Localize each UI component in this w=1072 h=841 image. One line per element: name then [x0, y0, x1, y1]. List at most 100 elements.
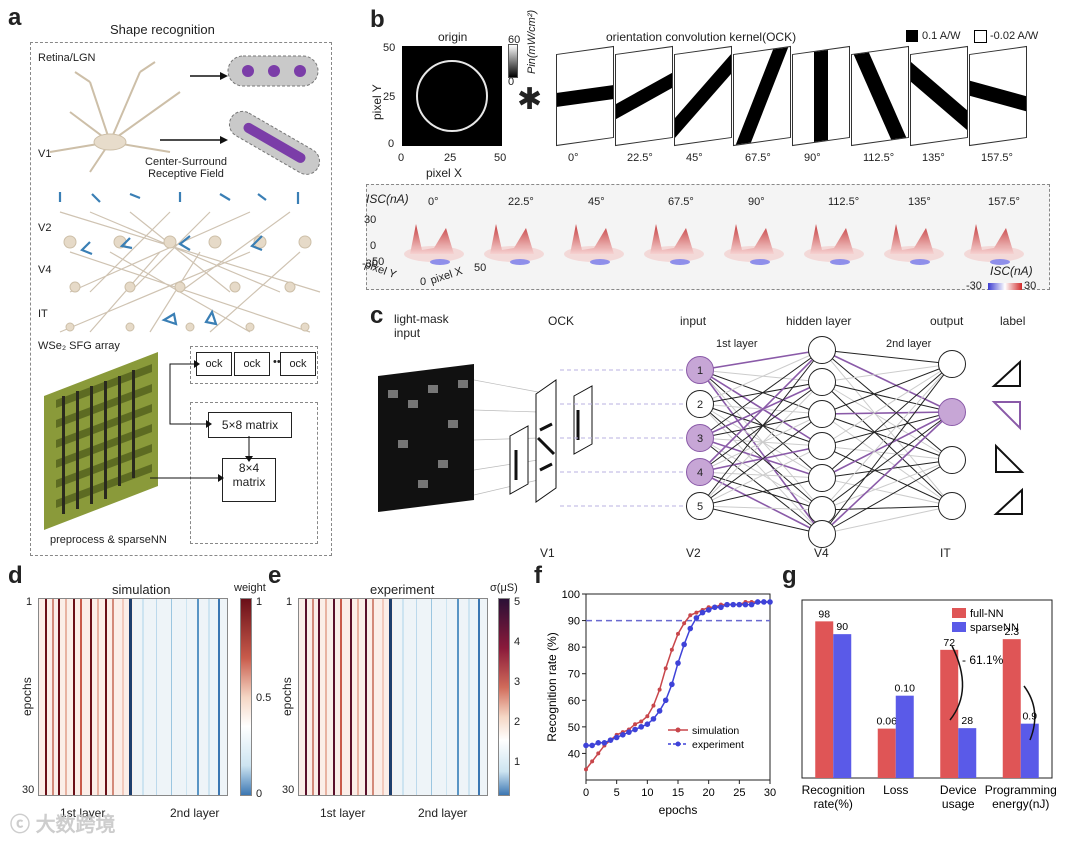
f-point-simulation [590, 759, 595, 764]
panel-label-f: f [534, 562, 542, 589]
surface-negative [830, 259, 850, 265]
f-point-experiment [583, 742, 589, 749]
isc-surface-frame [366, 184, 1050, 290]
ock-kernel-bar [969, 73, 1027, 119]
nn-output-node [938, 446, 966, 474]
g-category-label: usage [942, 797, 975, 811]
f-ytick-label: 80 [568, 642, 580, 654]
g-value-label: 2.3 [1004, 626, 1019, 638]
nn-edge-1 [699, 381, 823, 507]
f-xtick-label: 10 [641, 787, 653, 799]
nn-edge-2 [821, 381, 953, 507]
ock-kernel [851, 45, 909, 147]
heatmap-column [112, 599, 115, 795]
origin-ylabel: pixel Y [370, 84, 384, 120]
origin-ytick-0: 0 [388, 138, 395, 150]
nn-edge-1 [699, 369, 823, 383]
f-point-experiment [595, 740, 602, 746]
f-ytick-label: 50 [568, 722, 580, 734]
c-ock-label: OCK [548, 314, 575, 328]
e-cb-2: 2 [514, 716, 521, 728]
d-ylabel: epochs [20, 677, 34, 716]
nn-output-node [938, 492, 966, 520]
heatmap-column [142, 599, 144, 795]
f-legend-label: simulation [692, 725, 739, 737]
ock-kernel-bar [851, 45, 909, 147]
panel-label-b: b [370, 6, 385, 33]
surface-negative [430, 259, 450, 265]
panel-label-c: c [370, 302, 384, 329]
nn-edge-1 [699, 403, 823, 535]
nn-edge-1 [699, 413, 823, 473]
f-series-line-experiment [586, 601, 770, 747]
d-cb-0: 0 [256, 788, 263, 800]
nn-edge-1 [699, 403, 823, 415]
nn-edge-2 [821, 363, 953, 535]
nn-hidden-node [808, 336, 836, 364]
surface-cb-max: 30 [1024, 280, 1037, 292]
nn-edge-1 [699, 349, 823, 473]
surface-negative [590, 259, 610, 265]
surface-angle-label: 67.5° [668, 196, 694, 208]
ock-group-frame [190, 346, 318, 384]
ock-kernel-bar [556, 80, 614, 112]
ock-ellipsis: ••• [273, 356, 285, 368]
nn-edge-1 [699, 403, 823, 479]
f-point-simulation [657, 687, 662, 692]
watermark-icon: ⓒ [10, 814, 36, 836]
heatmap-column [325, 599, 328, 795]
ock-angle-label: 90° [804, 152, 821, 164]
ock-box-2: ock [234, 352, 270, 376]
nn-edge-2 [821, 363, 953, 415]
f-point-simulation [682, 621, 687, 626]
v2-label: V2 [38, 222, 52, 234]
f-point-experiment [669, 681, 675, 688]
nn-edge-1 [699, 369, 823, 535]
panel-label-d: d [8, 562, 23, 589]
ock-angle-label: 112.5° [863, 152, 895, 164]
ock-angle-label: 67.5° [745, 152, 771, 164]
e-colorbar [498, 598, 510, 796]
f-point-simulation [669, 647, 674, 652]
nn-edge-1 [699, 413, 823, 507]
surf-tick-50b: 50 [474, 262, 487, 274]
surface-angle-label: 45° [588, 196, 605, 208]
nn-edge-2 [821, 363, 953, 479]
pin-colorbar-label: Pin(mW/cm²) [526, 9, 538, 74]
pin-colorbar-max: 60 [508, 34, 521, 46]
f-point-experiment [644, 721, 651, 727]
it-label: IT [38, 308, 48, 320]
f-point-experiment [718, 604, 724, 611]
f-point-experiment [656, 708, 663, 714]
nn-edge-2 [821, 411, 953, 447]
e-ybottom: 30 [282, 784, 295, 796]
f-point-experiment [761, 599, 767, 605]
f-point-simulation [596, 751, 601, 756]
f-ytick-label: 40 [568, 748, 580, 760]
surface-peak [570, 224, 614, 254]
surface-angle-label: 157.5° [988, 196, 1020, 208]
f-point-simulation [633, 722, 638, 727]
f-ytick-label: 90 [568, 616, 580, 628]
f-legend-marker [675, 727, 681, 733]
nn-edge-1 [699, 471, 823, 511]
ock-kernel-bar [733, 45, 791, 147]
surface-negative [990, 259, 1010, 265]
legend-positive-swatch [906, 30, 918, 42]
legend-negative-swatch [974, 30, 987, 43]
chart-g: 9890Recognitionrate(%)0.060.10Loss7228De… [801, 599, 1057, 811]
f-point-experiment [620, 732, 626, 738]
nn-edge-2 [821, 459, 953, 535]
f-ytick-label: 60 [568, 695, 580, 707]
ock-kernel [792, 45, 850, 147]
f-point-experiment [601, 740, 608, 746]
d-cb-05: 0.5 [256, 692, 272, 704]
heatmap-column [57, 599, 61, 795]
e-cb-3: 3 [514, 676, 521, 688]
origin-ytick-25: 25 [383, 91, 396, 103]
g-value-label: 28 [961, 715, 973, 727]
nn-edge-2 [821, 363, 953, 511]
ock-kernel [615, 45, 673, 147]
ock-kernel [674, 45, 732, 147]
surf-tick-50a: 50 [372, 256, 385, 268]
